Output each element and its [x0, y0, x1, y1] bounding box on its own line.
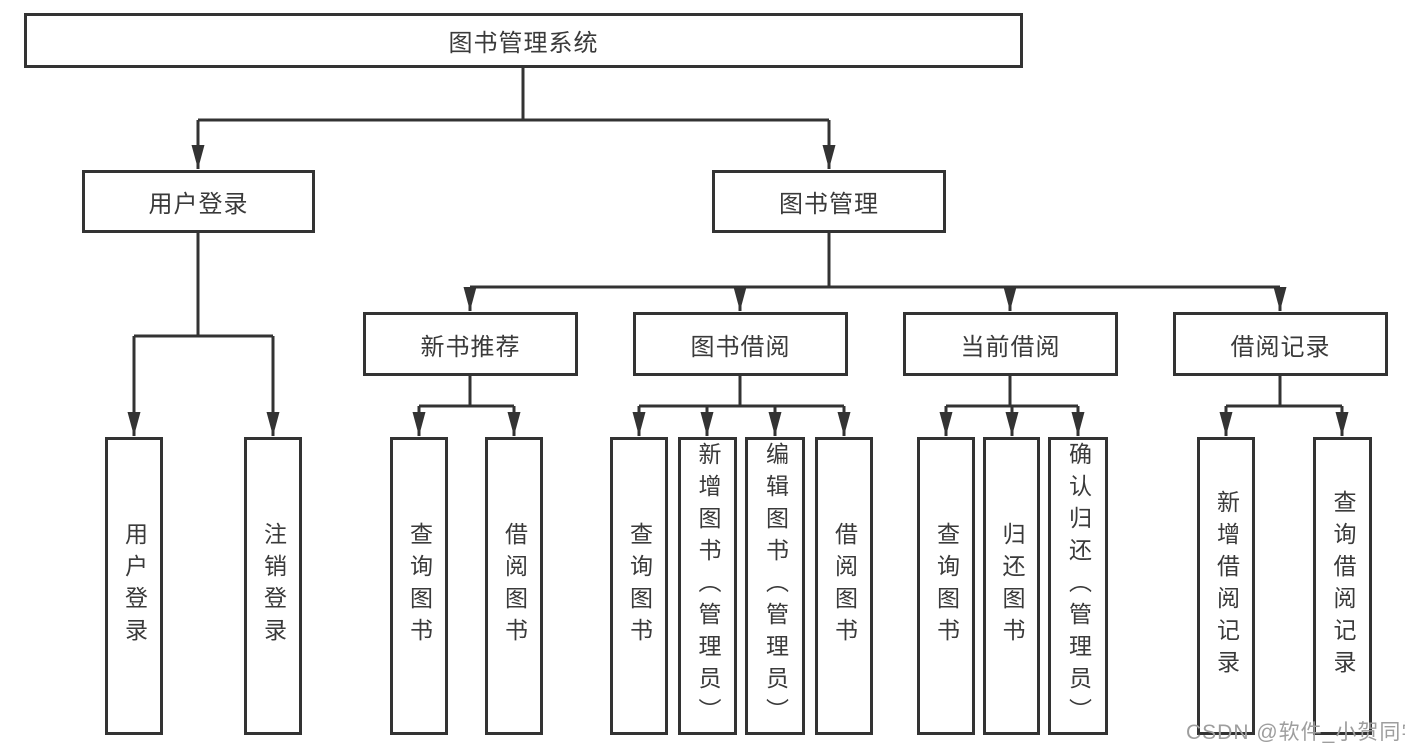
node-book-borrow-label: 图书借阅 [690, 333, 791, 361]
leaf-br-add-record-label: 新增借阅记录 [1213, 490, 1240, 682]
leaf-cb-return-book-label: 归还图书 [999, 522, 1025, 650]
leaf-logout-label: 注销登录 [260, 522, 287, 650]
node-new-book-recommend: 新书推荐 [363, 312, 578, 376]
leaf-bb-edit-book: 编辑图书（管理员） [745, 437, 805, 735]
node-borrow-record-label: 借阅记录 [1230, 333, 1331, 361]
leaf-nb-query-book-label: 查询图书 [406, 522, 433, 650]
csdn-watermark: CSDN @软件_小贺同学 [1186, 721, 1405, 744]
leaf-br-query-record: 查询借阅记录 [1313, 437, 1372, 735]
leaf-user-login: 用户登录 [105, 437, 163, 735]
leaf-bb-query-book-label: 查询图书 [626, 522, 653, 650]
leaf-cb-query-book-label: 查询图书 [933, 522, 960, 650]
node-user-login-label: 用户登录 [148, 191, 249, 218]
node-user-login: 用户登录 [82, 170, 315, 233]
leaf-bb-borrow-book: 借阅图书 [815, 437, 873, 735]
leaf-logout: 注销登录 [244, 437, 302, 735]
node-new-book-recommend-label: 新书推荐 [420, 333, 521, 361]
leaf-bb-add-book: 新增图书（管理员） [678, 437, 737, 735]
node-book-management: 图书管理 [712, 170, 946, 233]
leaf-bb-edit-book-label: 编辑图书（管理员） [762, 442, 789, 730]
leaf-bb-add-book-label: 新增图书（管理员） [695, 442, 721, 730]
leaf-nb-borrow-book: 借阅图书 [485, 437, 543, 735]
node-current-borrow-label: 当前借阅 [960, 333, 1061, 361]
node-book-management-label: 图书管理 [779, 191, 879, 218]
node-book-borrow: 图书借阅 [633, 312, 848, 376]
leaf-nb-query-book: 查询图书 [390, 437, 448, 735]
leaf-cb-confirm-return-label: 确认归还（管理员） [1065, 442, 1092, 730]
node-root-label: 图书管理系统 [448, 30, 599, 57]
node-current-borrow: 当前借阅 [903, 312, 1118, 376]
leaf-bb-query-book: 查询图书 [610, 437, 668, 735]
leaf-br-add-record: 新增借阅记录 [1197, 437, 1255, 735]
node-root: 图书管理系统 [24, 13, 1023, 68]
leaf-cb-confirm-return: 确认归还（管理员） [1048, 437, 1108, 735]
leaf-cb-query-book: 查询图书 [917, 437, 975, 735]
leaf-user-login-label: 用户登录 [121, 522, 148, 650]
leaf-cb-return-book: 归还图书 [983, 437, 1040, 735]
leaf-bb-borrow-book-label: 借阅图书 [831, 522, 858, 650]
node-borrow-record: 借阅记录 [1173, 312, 1388, 376]
leaf-br-query-record-label: 查询借阅记录 [1330, 490, 1356, 682]
leaf-nb-borrow-book-label: 借阅图书 [501, 522, 528, 650]
